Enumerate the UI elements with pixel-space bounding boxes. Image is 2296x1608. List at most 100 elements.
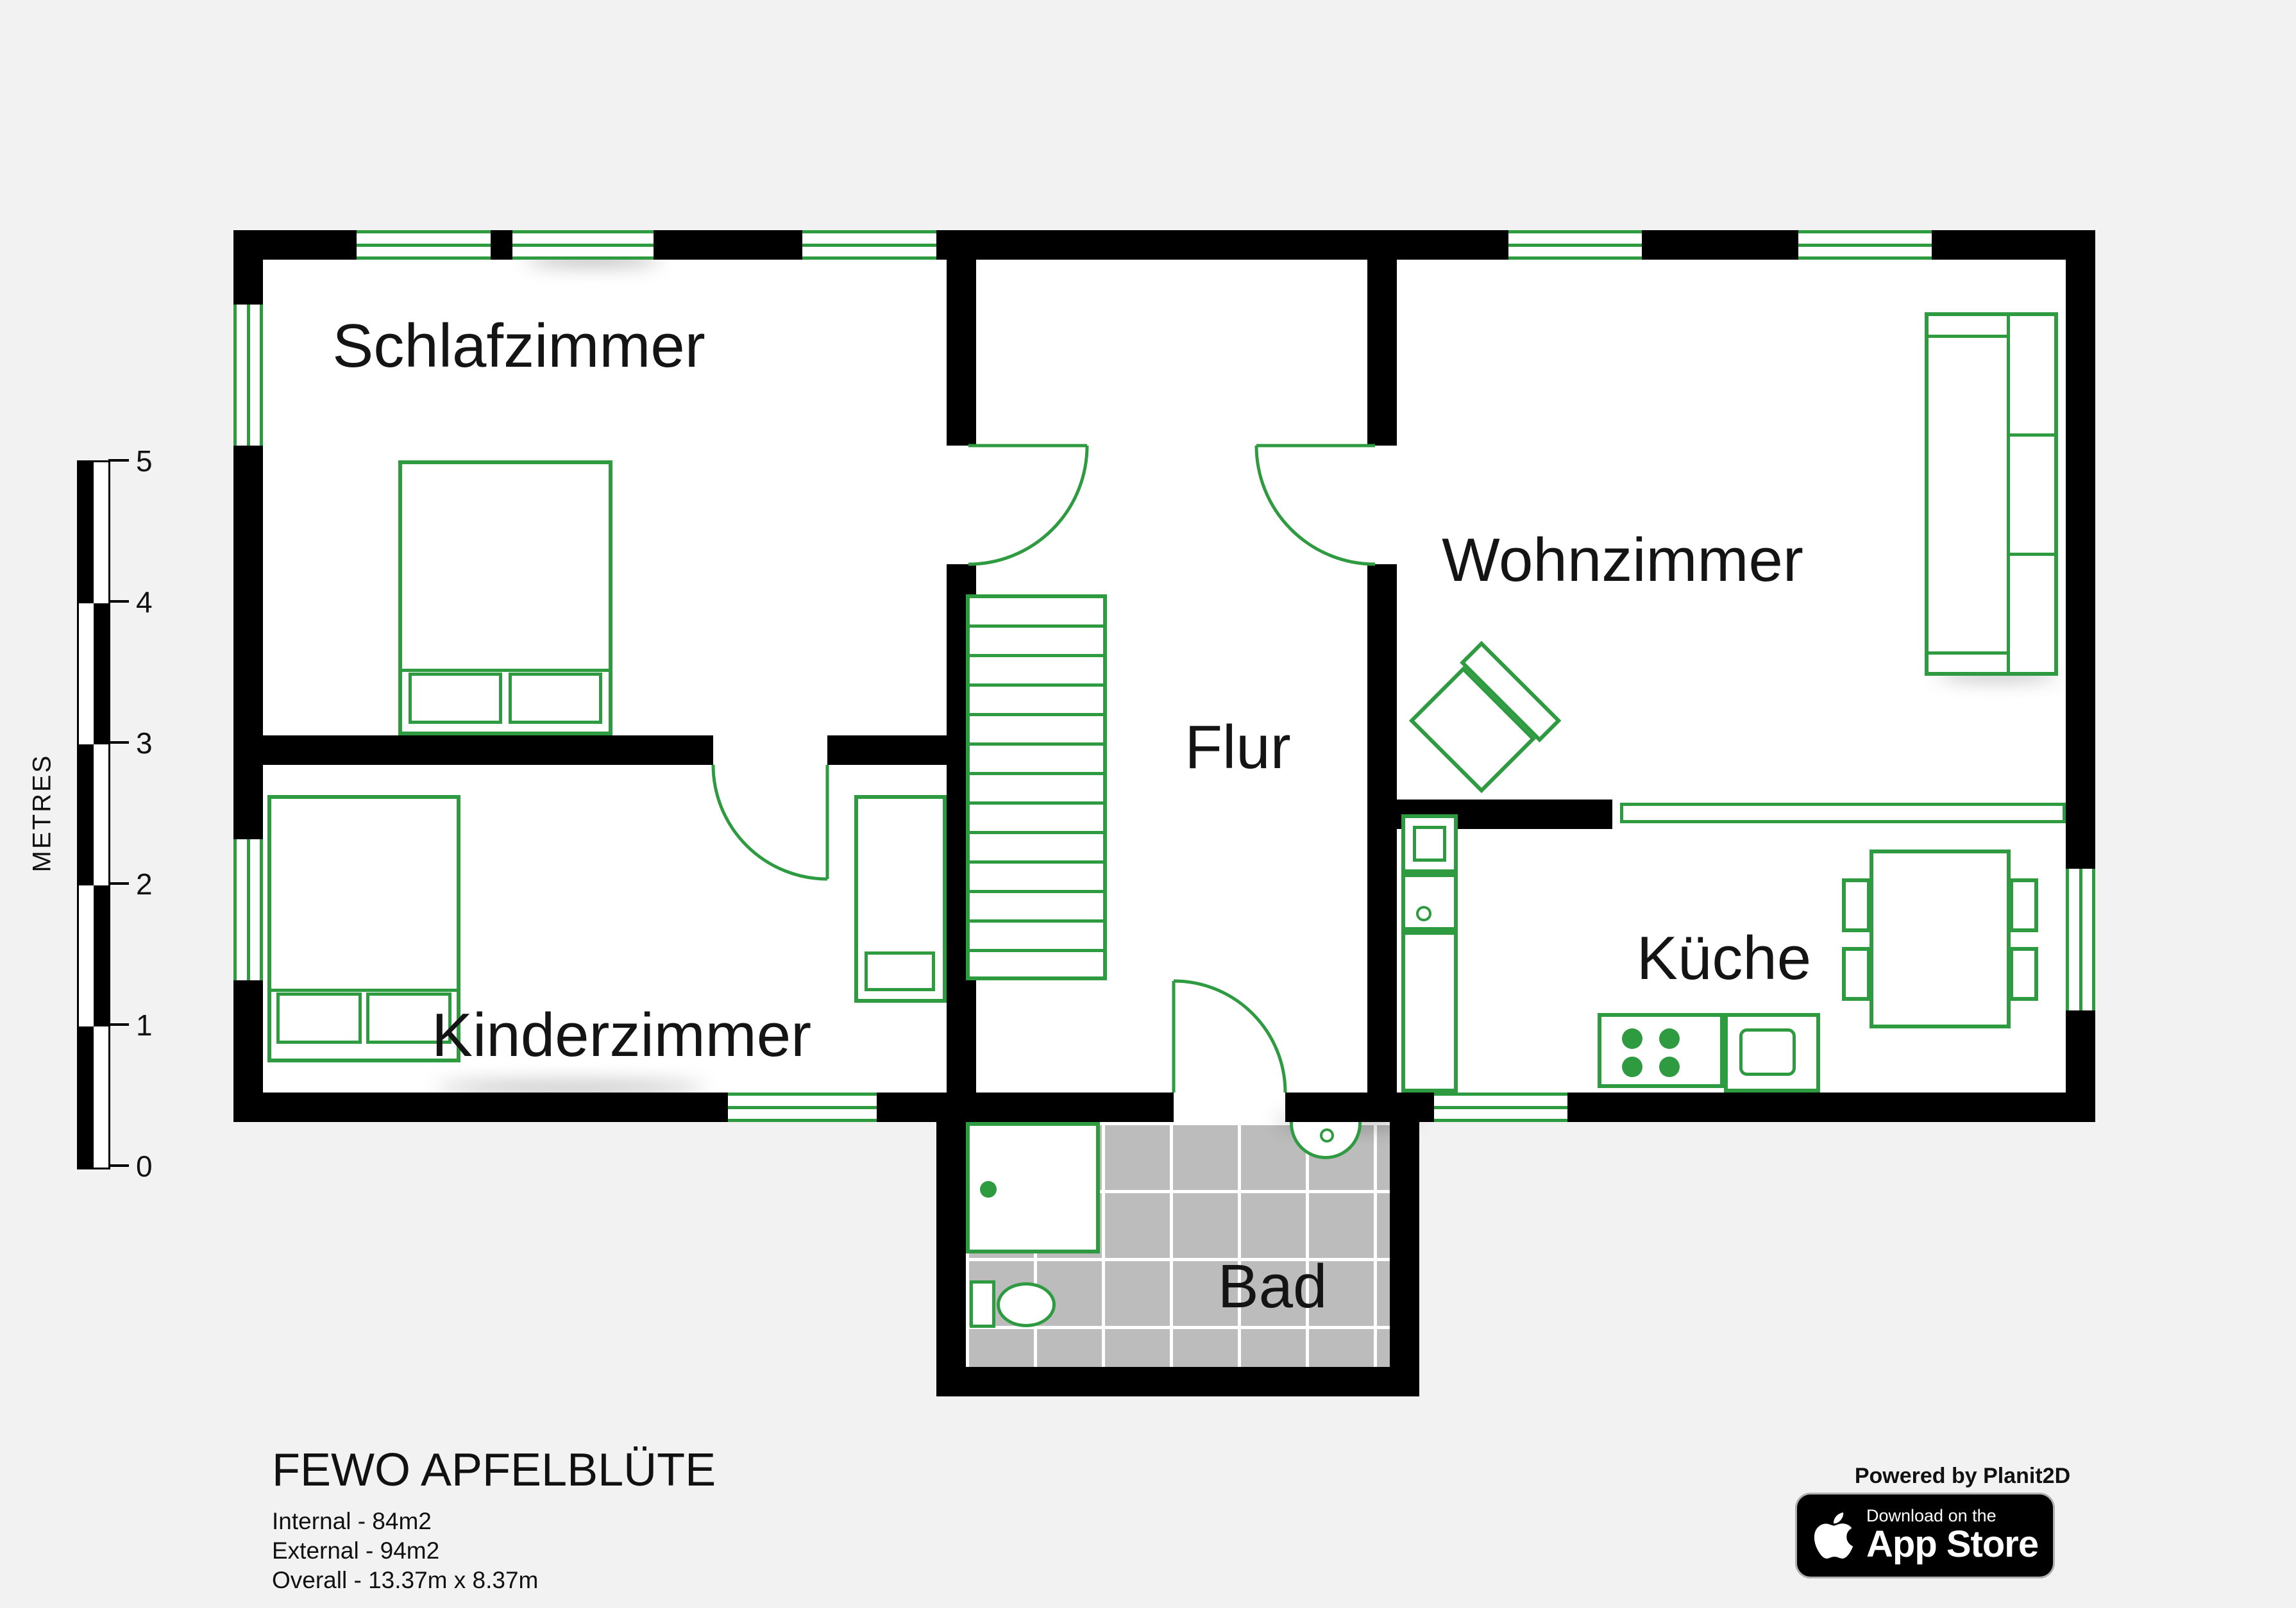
window (2066, 869, 2095, 1010)
wall (827, 735, 947, 765)
app-store-badge-text: Download on the App Store (1866, 1506, 2039, 1565)
pillow (366, 992, 452, 1044)
sofa (1925, 312, 2058, 676)
door-arc (968, 445, 1089, 566)
window (512, 230, 654, 260)
wall (1367, 564, 1397, 1093)
pillow (509, 673, 602, 724)
door-arc (711, 764, 828, 881)
double-bed (398, 460, 612, 735)
chair (1842, 878, 1871, 932)
kitchen-unit (1401, 873, 1458, 931)
room-label-bad: Bad (1217, 1252, 1328, 1321)
scale-tick (108, 1164, 129, 1167)
room-label-kueche: Küche (1636, 924, 1812, 992)
kitchen-table (1870, 850, 2011, 1028)
wall (936, 1122, 966, 1396)
chair (1842, 947, 1871, 1001)
wall (1390, 1122, 1419, 1396)
kitchen-shelf (1620, 803, 2066, 823)
scale-tick-label: 5 (136, 444, 153, 478)
sofa-back-line (2007, 316, 2010, 672)
sofa-armrest-line (1929, 651, 2007, 655)
plan-title: FEWO APFELBLÜTE (272, 1445, 716, 1496)
sink-basin (1739, 1028, 1796, 1076)
window (233, 839, 263, 980)
scale-segment (79, 1026, 108, 1168)
window (802, 230, 936, 260)
plan-info-external: External - 94m2 (272, 1537, 440, 1564)
stove (1598, 1013, 1724, 1088)
burner-icon (1622, 1028, 1642, 1049)
scale-tick-label: 2 (136, 867, 153, 901)
wall (936, 1367, 1419, 1396)
kitchen-sink-unit (1401, 814, 1458, 873)
room-label-flur: Flur (1185, 713, 1291, 782)
room-label-schlafzimmer: Schlafzimmer (332, 312, 705, 380)
apple-logo-icon (1814, 1512, 1853, 1559)
badge-line1: Download on the (1866, 1506, 1996, 1526)
wall (1285, 1093, 2095, 1122)
wall (233, 1093, 1174, 1122)
scale-tick-label: 3 (136, 726, 153, 760)
shadow-smudge (436, 1084, 705, 1093)
sofa-cushion-line (2007, 433, 2054, 437)
crib-bed (854, 795, 947, 1003)
window (1434, 1093, 1567, 1122)
scale-segment (79, 744, 108, 885)
window (728, 1093, 877, 1122)
scale-segment (79, 462, 108, 603)
scale-tick-label: 1 (136, 1009, 153, 1042)
toilet-bowl (997, 1282, 1056, 1327)
scale-tick (108, 741, 129, 744)
scale-tick-label: 4 (136, 585, 153, 619)
door-arc (1173, 979, 1287, 1093)
bed-line (402, 669, 609, 672)
window (357, 230, 491, 260)
window (233, 305, 263, 446)
toilet-tank (970, 1280, 995, 1328)
stairs (966, 594, 1107, 980)
sink-basin (1413, 826, 1446, 862)
wall (947, 260, 976, 446)
powered-by-text: Powered by Planit2D (1854, 1464, 2071, 1488)
plan-info-internal: Internal - 84m2 (272, 1508, 432, 1534)
burner-icon (1659, 1057, 1680, 1077)
chair (2009, 947, 2038, 1001)
pillow (409, 673, 502, 724)
shower (966, 1122, 1100, 1253)
scale-tick (108, 1023, 129, 1026)
scale-segment (79, 603, 108, 744)
kids-bed (267, 795, 460, 1062)
door-arc (1254, 445, 1376, 566)
sofa-cushion-line (2007, 553, 2054, 556)
pillow (865, 951, 935, 991)
scale-tick-label: 0 (136, 1150, 153, 1183)
burner-icon (1622, 1057, 1642, 1077)
app-store-badge[interactable]: Download on the App Store (1795, 1493, 2055, 1579)
faucet-icon (1416, 906, 1431, 921)
room-label-wohnzimmer: Wohnzimmer (1442, 526, 1803, 594)
scale-axis-label: METRES (28, 753, 56, 873)
plan-info-overall: Overall - 13.37m x 8.37m (272, 1567, 539, 1593)
drain-icon (1320, 1128, 1334, 1143)
shower-handle-icon (980, 1181, 997, 1198)
window (1508, 230, 1642, 260)
pillow (276, 992, 362, 1044)
room-label-kinderzimmer: Kinderzimmer (431, 1001, 812, 1069)
burner-icon (1659, 1028, 1680, 1049)
scale-tick (108, 600, 129, 603)
scale-tick (108, 459, 129, 462)
kitchen-counter (1401, 931, 1458, 1093)
scale-segment (79, 885, 108, 1026)
scale-tick (108, 882, 129, 885)
kitchen-counter-sink (1724, 1013, 1820, 1093)
wall (263, 735, 713, 765)
window (1798, 230, 1932, 260)
badge-line2: App Store (1866, 1523, 2039, 1565)
bed-line (271, 989, 457, 992)
scale-bar (77, 460, 110, 1169)
sofa-armrest-line (1929, 335, 2007, 338)
